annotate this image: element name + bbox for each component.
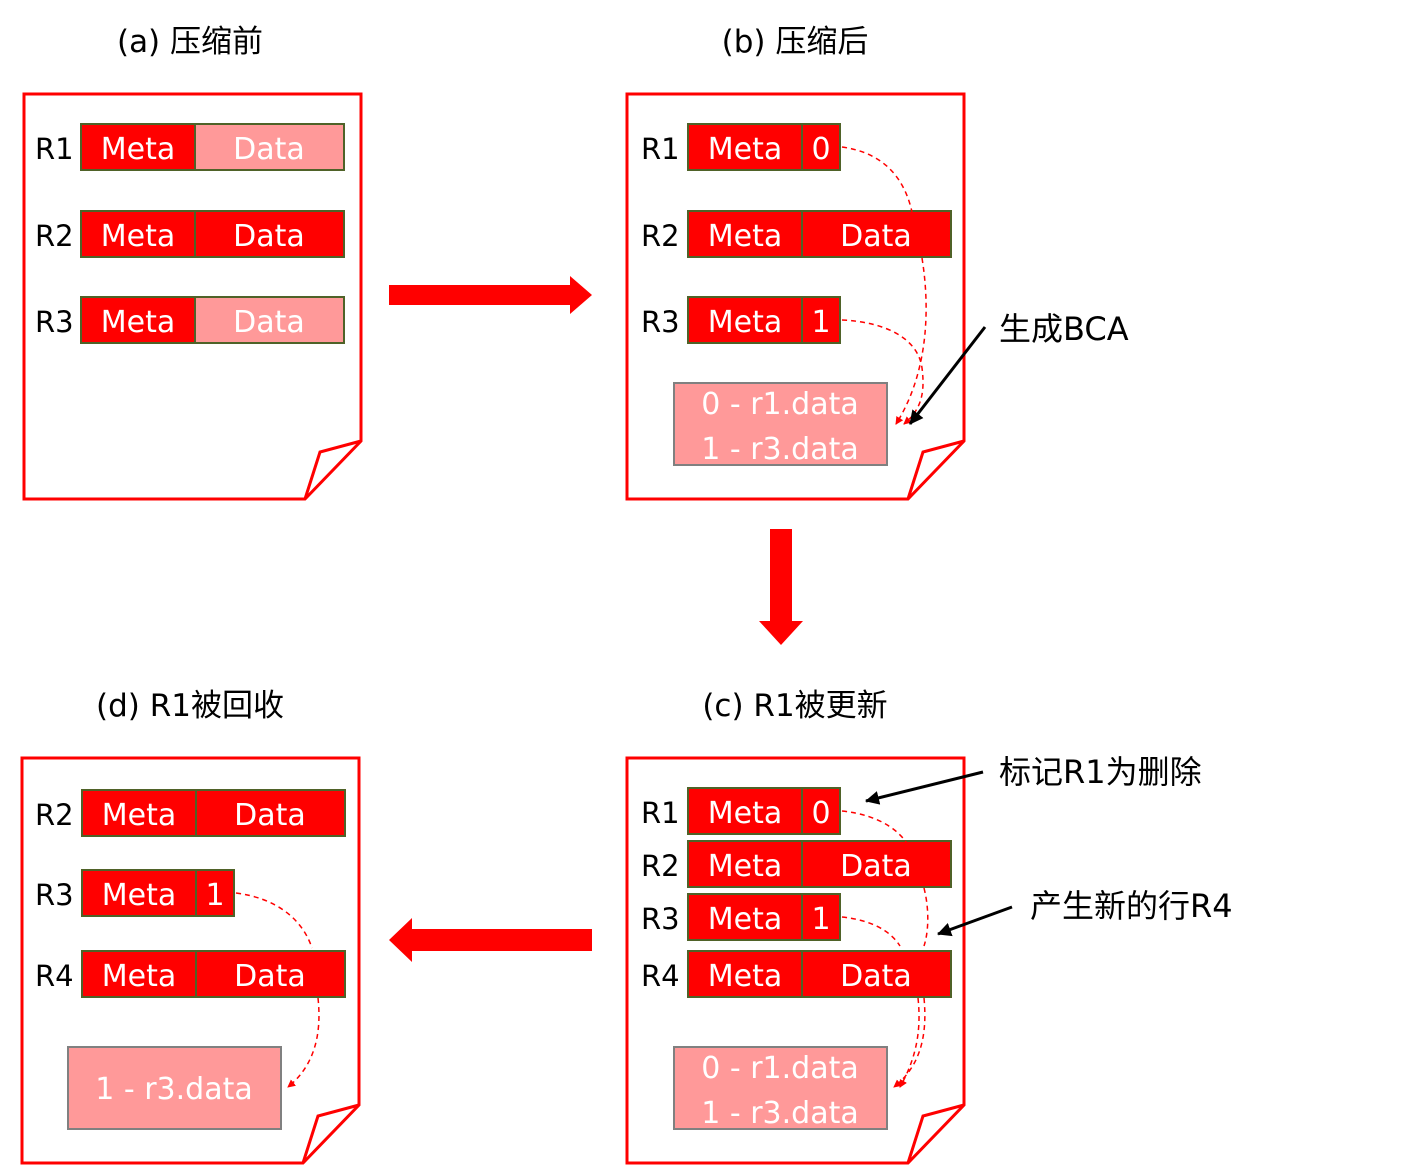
row-label: R2	[641, 849, 680, 883]
bca-block: 0 - r1.data 1 - r3.data	[673, 1046, 888, 1131]
panel-b-title: (b) 压缩后	[722, 24, 869, 60]
data-cell: Data	[234, 959, 306, 994]
bca-block: 1 - r3.data	[67, 1046, 282, 1130]
annotation-arrow	[937, 905, 1013, 937]
row-r4: R4 Meta Data	[35, 950, 346, 998]
panel-c-title: (c) R1被更新	[702, 688, 887, 724]
row-r3: R3 Meta Data	[35, 296, 345, 344]
bca-entry: 1 - r3.data	[95, 1072, 253, 1107]
row-label: R2	[35, 798, 74, 832]
flow-arrow-down	[759, 529, 803, 645]
row-label: R1	[641, 796, 680, 830]
panel-a: (a) 压缩前 R1 Meta Data R2 Meta Data R3 Met…	[22, 24, 363, 501]
row-label: R4	[641, 959, 680, 993]
ref-arrow	[841, 146, 927, 424]
meta-cell: Meta	[708, 305, 783, 340]
row-label: R3	[641, 902, 680, 936]
annotation-arrow	[908, 326, 987, 425]
row-r3: R3 Meta 1	[641, 296, 841, 344]
meta-cell: Meta	[101, 305, 176, 340]
row-label: R3	[35, 878, 74, 912]
flow-arrow-right	[389, 276, 592, 314]
meta-cell: Meta	[708, 902, 783, 937]
row-label: R2	[35, 219, 74, 253]
annotation-arrow	[865, 770, 984, 805]
meta-cell: Meta	[708, 132, 783, 167]
data-cell: Data	[233, 132, 305, 167]
ref-arrow	[235, 892, 320, 1087]
row-r2: R2 Meta Data	[35, 210, 345, 258]
row-label: R3	[35, 305, 74, 339]
ref-arrow	[841, 916, 920, 1087]
flow-arrow-left	[389, 918, 592, 962]
row-label: R2	[641, 219, 680, 253]
row-label: R4	[35, 959, 74, 993]
row-r1: R1 Meta Data	[35, 123, 345, 171]
meta-cell: Meta	[708, 959, 783, 994]
bca-entry: 0 - r1.data	[701, 1051, 859, 1086]
bca-entry: 0 - r1.data	[701, 387, 859, 422]
data-cell: Data	[840, 959, 912, 994]
meta-cell: Meta	[708, 796, 783, 831]
bca-entry: 1 - r3.data	[701, 1096, 859, 1131]
row-r2: R2 Meta Data	[35, 789, 346, 837]
row-label: R1	[641, 132, 680, 166]
panel-b: (b) 压缩后 R1 Meta 0 R2 Meta Data R3 Meta 1	[625, 24, 1129, 501]
row-r3: R3 Meta 1	[641, 893, 841, 941]
data-cell: Data	[840, 219, 912, 254]
data-cell: Data	[840, 849, 912, 884]
panel-d-title: (d) R1被回收	[96, 688, 284, 724]
bca-entry: 1 - r3.data	[701, 432, 859, 467]
panel-d: (d) R1被回收 R2 Meta Data R3 Meta 1 R4 Meta…	[20, 688, 361, 1165]
annotation-new-row-r4: 产生新的行R4	[1030, 887, 1233, 925]
ref-cell: 0	[811, 132, 830, 167]
row-label: R3	[641, 305, 680, 339]
row-r1: R1 Meta 0	[641, 123, 841, 171]
annotation-mark-r1-deleted: 标记R1为删除	[999, 753, 1202, 791]
row-r4: R4 Meta Data	[641, 950, 952, 998]
ref-cell: 1	[205, 878, 224, 913]
annotation-generate-bca: 生成BCA	[999, 310, 1129, 348]
row-label: R1	[35, 132, 74, 166]
row-r3: R3 Meta 1	[35, 869, 235, 917]
ref-arrow	[841, 810, 929, 1087]
meta-cell: Meta	[708, 219, 783, 254]
ref-cell: 0	[811, 796, 830, 831]
row-r1: R1 Meta 0	[641, 787, 841, 835]
data-cell: Data	[233, 305, 305, 340]
row-r2: R2 Meta Data	[641, 210, 952, 258]
row-r2: R2 Meta Data	[641, 840, 952, 888]
meta-cell: Meta	[102, 798, 177, 833]
meta-cell: Meta	[708, 849, 783, 884]
data-cell: Data	[233, 219, 305, 254]
meta-cell: Meta	[101, 132, 176, 167]
meta-cell: Meta	[101, 219, 176, 254]
data-cell: Data	[234, 798, 306, 833]
panel-c: (c) R1被更新 R1 Meta 0 R2 Meta Data R3 Meta…	[625, 688, 1233, 1165]
meta-cell: Meta	[102, 959, 177, 994]
panel-a-title: (a) 压缩前	[117, 24, 263, 60]
meta-cell: Meta	[102, 878, 177, 913]
bca-block: 0 - r1.data 1 - r3.data	[673, 382, 888, 467]
ref-cell: 1	[811, 305, 830, 340]
ref-cell: 1	[811, 902, 830, 937]
